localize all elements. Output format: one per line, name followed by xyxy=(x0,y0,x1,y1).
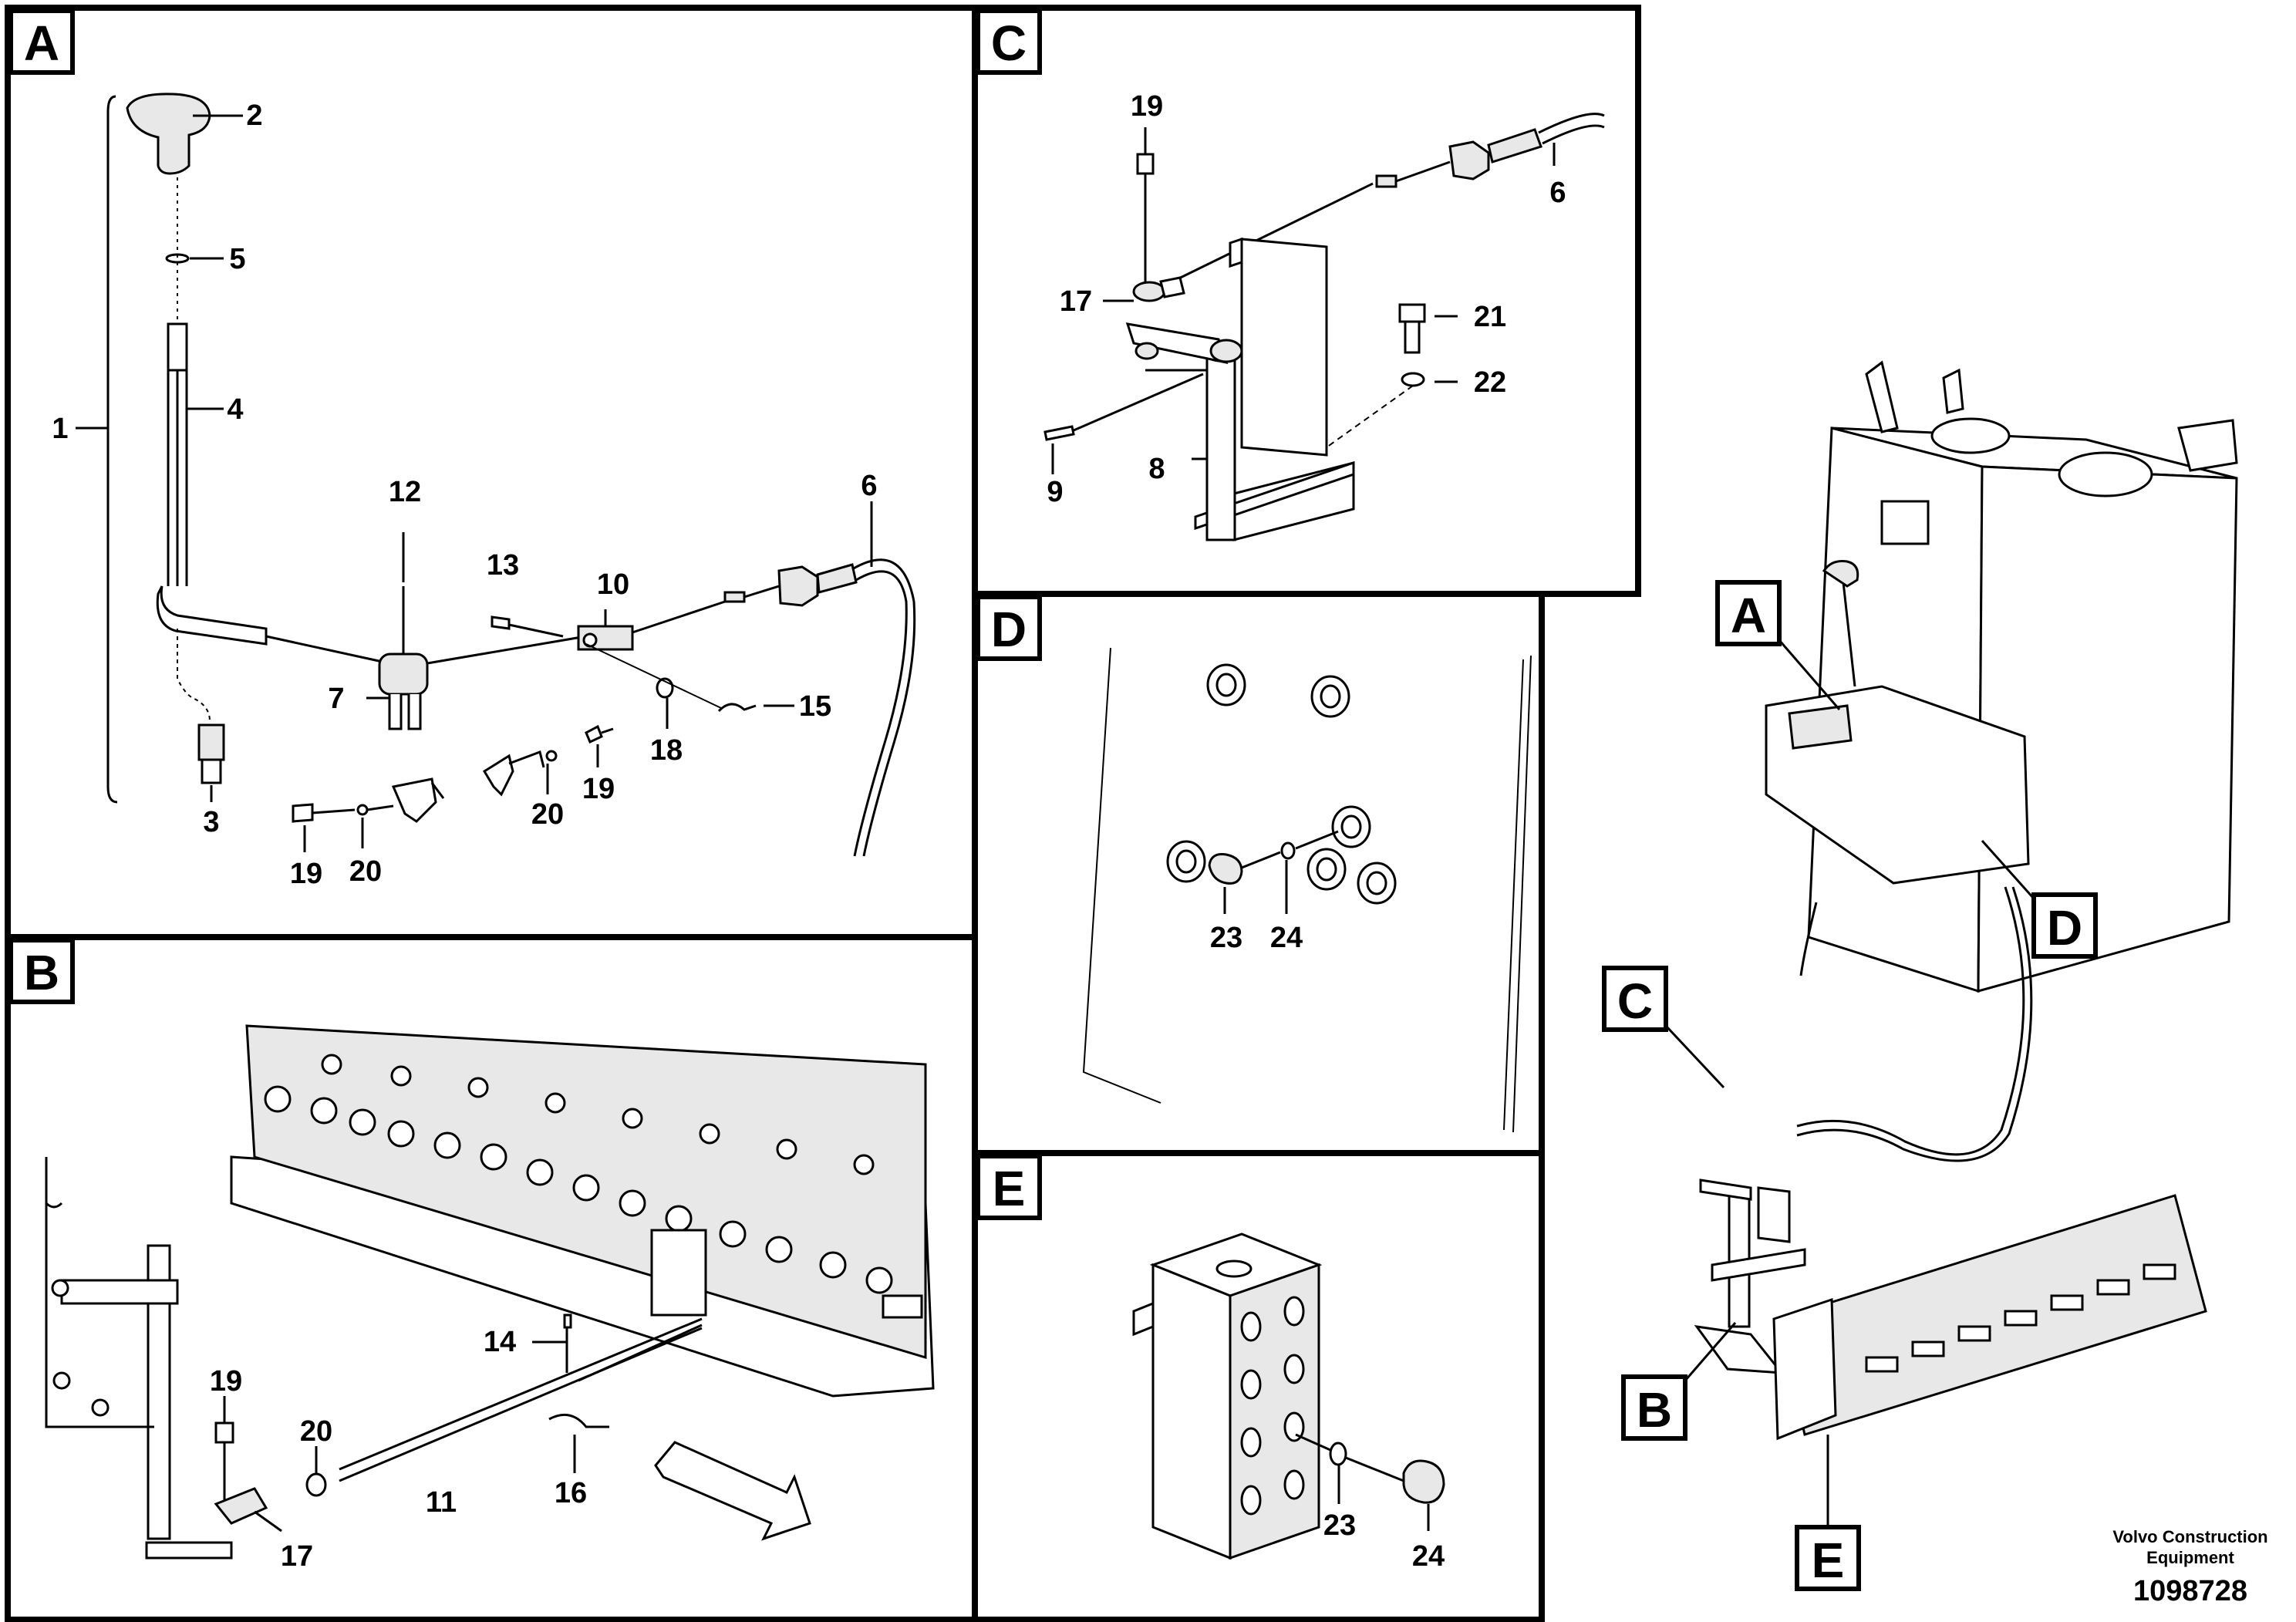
svg-text:D: D xyxy=(2047,900,2082,956)
panel-e-drawing xyxy=(1132,1233,1445,1560)
valve-spools xyxy=(264,1054,893,1294)
svg-text:E: E xyxy=(1812,1533,1845,1588)
section-tag-d: D xyxy=(976,595,1042,661)
svg-text:1: 1 xyxy=(52,413,68,445)
overview-drawing xyxy=(1694,360,2238,1441)
svg-text:19: 19 xyxy=(1131,90,1163,123)
section-tag-c: C xyxy=(976,8,1042,75)
panel-a-drawing xyxy=(76,93,916,857)
svg-text:6: 6 xyxy=(861,470,877,502)
panel-e-ports xyxy=(1240,1296,1305,1516)
svg-text:10: 10 xyxy=(597,568,629,601)
svg-text:20: 20 xyxy=(300,1415,332,1448)
overview-tag-c: C xyxy=(1602,966,1725,1089)
svg-text:16: 16 xyxy=(555,1477,587,1509)
overview-tag-a: A xyxy=(1715,580,1841,710)
section-tag-a: A xyxy=(8,8,75,75)
svg-text:24: 24 xyxy=(1270,922,1303,954)
section-tag-e: E xyxy=(976,1154,1042,1220)
svg-text:20: 20 xyxy=(349,855,382,888)
svg-text:21: 21 xyxy=(1474,301,1506,333)
panel-frames xyxy=(5,5,1641,1622)
overview-tag-e: E xyxy=(1795,1435,1861,1591)
svg-text:7: 7 xyxy=(328,683,344,715)
panel-b-callouts: 11 14 16 17 19 20 xyxy=(210,1326,587,1573)
panel-e-callouts: 23 24 xyxy=(1323,1509,1445,1573)
svg-text:4: 4 xyxy=(227,393,243,426)
overview-tag-d: D xyxy=(1981,840,2098,959)
section-tag-b: B xyxy=(8,938,75,1004)
publisher-name-line2: Equipment xyxy=(2146,1548,2234,1567)
svg-text:15: 15 xyxy=(799,690,831,723)
svg-text:23: 23 xyxy=(1323,1509,1356,1542)
svg-text:8: 8 xyxy=(1148,453,1165,485)
panel-d-drawing xyxy=(1082,647,1532,1133)
svg-text:E: E xyxy=(993,1161,1026,1216)
svg-text:9: 9 xyxy=(1047,476,1063,508)
panel-c-callouts: 6 8 9 17 19 21 22 xyxy=(1047,90,1566,508)
svg-text:14: 14 xyxy=(484,1326,516,1358)
document-number: 1098728 xyxy=(2133,1575,2247,1607)
svg-text:B: B xyxy=(24,945,59,1000)
panel-a-callouts: 1 2 3 4 5 6 7 10 12 13 15 18 19 20 19 20 xyxy=(52,99,877,890)
svg-text:C: C xyxy=(1617,973,1653,1029)
publisher-block: Volvo Construction Equipment 1098728 xyxy=(2112,1527,2267,1607)
svg-text:A: A xyxy=(24,15,59,71)
svg-text:12: 12 xyxy=(389,476,421,508)
svg-text:5: 5 xyxy=(229,243,245,275)
panel-d-bores xyxy=(1166,663,1397,905)
svg-text:B: B xyxy=(1637,1382,1672,1438)
panel-d-callouts: 23 24 xyxy=(1210,922,1303,954)
overview-valve-spools xyxy=(1865,1263,2176,1373)
svg-text:19: 19 xyxy=(290,858,322,890)
svg-text:18: 18 xyxy=(650,734,683,767)
svg-text:23: 23 xyxy=(1210,922,1242,954)
svg-text:20: 20 xyxy=(531,798,564,831)
svg-text:C: C xyxy=(991,15,1027,71)
svg-text:2: 2 xyxy=(246,99,262,132)
svg-text:17: 17 xyxy=(281,1540,313,1573)
svg-text:13: 13 xyxy=(487,549,519,582)
svg-text:17: 17 xyxy=(1060,285,1092,318)
svg-text:11: 11 xyxy=(426,1486,457,1519)
svg-text:24: 24 xyxy=(1412,1540,1445,1573)
svg-text:19: 19 xyxy=(582,773,615,805)
overview-tag-b: B xyxy=(1621,1322,1737,1441)
panel-c-drawing xyxy=(1043,113,1605,541)
publisher-name: Volvo Construction xyxy=(2112,1527,2267,1546)
svg-text:22: 22 xyxy=(1474,366,1506,399)
svg-text:6: 6 xyxy=(1549,177,1566,209)
panel-b-drawing xyxy=(45,1024,935,1560)
svg-text:3: 3 xyxy=(203,806,219,838)
svg-text:19: 19 xyxy=(210,1365,242,1398)
svg-text:A: A xyxy=(1731,588,1766,643)
svg-text:D: D xyxy=(991,602,1027,657)
